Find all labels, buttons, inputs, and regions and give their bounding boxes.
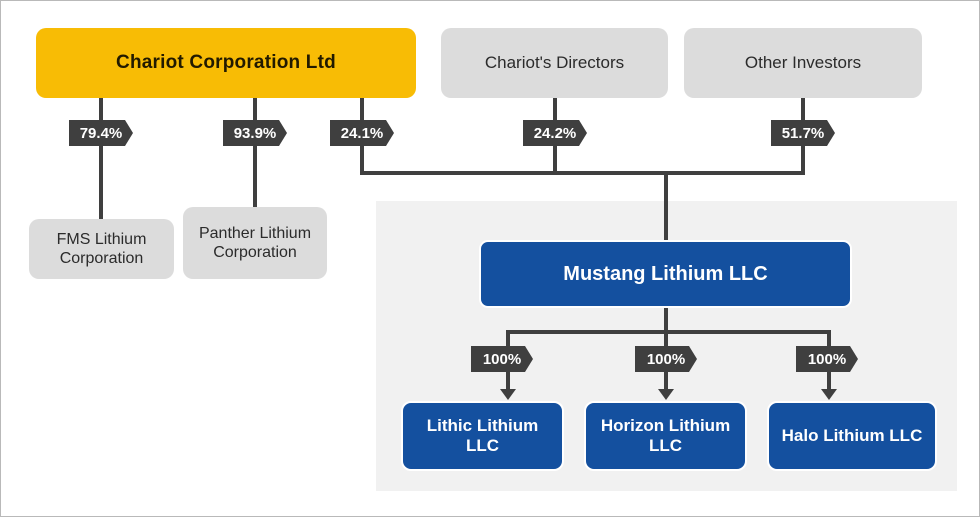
node-halo-lithium[interactable]: Halo Lithium LLC (767, 401, 937, 471)
connector-mustang-horizon-lower (664, 372, 668, 390)
connector-directors-mustang-upper (553, 98, 557, 122)
arrowhead-horizon (658, 389, 674, 400)
connector-chariot-panther-lower (253, 146, 257, 208)
badge-ownership-lithic: 100% (471, 346, 533, 372)
connector-mustang-merge-bus (360, 171, 805, 175)
connector-directors-mustang-drop (553, 146, 557, 175)
node-mustang-lithium[interactable]: Mustang Lithium LLC (479, 240, 852, 308)
connector-mustang-halo-lower (827, 372, 831, 390)
connector-mustang-horizon-upper (664, 330, 668, 346)
connector-investors-mustang-upper (801, 98, 805, 122)
connector-chariot-panther-upper (253, 98, 257, 122)
connector-investors-mustang-drop (801, 146, 805, 175)
node-chariots-directors[interactable]: Chariot's Directors (441, 28, 668, 98)
badge-ownership-fms: 79.4% (69, 120, 133, 146)
arrowhead-halo (821, 389, 837, 400)
connector-mustang-outflow-stem (664, 308, 668, 334)
connector-chariot-fms-lower (99, 146, 103, 222)
node-panther-lithium-corporation[interactable]: Panther Lithium Corporation (183, 207, 327, 279)
badge-ownership-halo: 100% (796, 346, 858, 372)
arrowhead-lithic (500, 389, 516, 400)
node-lithic-lithium[interactable]: Lithic Lithium LLC (401, 401, 564, 471)
connector-mustang-lithic-lower (506, 372, 510, 390)
node-other-investors[interactable]: Other Investors (684, 28, 922, 98)
connector-mustang-inflow-stem (664, 171, 668, 240)
connector-mustang-halo-upper (827, 330, 831, 346)
badge-ownership-horizon: 100% (635, 346, 697, 372)
node-horizon-lithium[interactable]: Horizon Lithium LLC (584, 401, 747, 471)
node-chariot-corporation[interactable]: Chariot Corporation Ltd (36, 28, 416, 98)
connector-chariot-mustang-upper (360, 98, 364, 122)
badge-ownership-investors-mustang: 51.7% (771, 120, 835, 146)
connector-subsidiary-distribution-bus (506, 330, 831, 334)
connector-mustang-lithic-upper (506, 330, 510, 346)
badge-ownership-directors-mustang: 24.2% (523, 120, 587, 146)
node-fms-lithium-corporation[interactable]: FMS Lithium Corporation (29, 219, 174, 279)
connector-chariot-mustang-drop (360, 146, 364, 175)
connector-chariot-fms-upper (99, 98, 103, 122)
badge-ownership-chariot-mustang: 24.1% (330, 120, 394, 146)
badge-ownership-panther: 93.9% (223, 120, 287, 146)
